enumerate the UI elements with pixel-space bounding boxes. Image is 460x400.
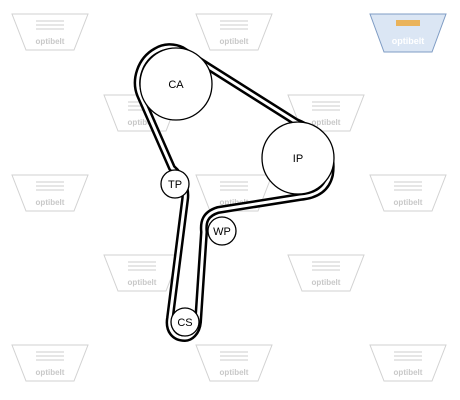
watermark-text: optibelt <box>394 198 423 207</box>
pulley-label-cs: CS <box>177 317 192 329</box>
watermark-text: optibelt <box>312 278 341 287</box>
watermark-logo: optibelt <box>287 254 365 292</box>
watermark-text: optibelt <box>36 368 65 377</box>
pulley-ca: CA <box>139 47 213 121</box>
watermark-text: optibelt <box>312 118 341 127</box>
pulley-label-ca: CA <box>168 79 184 91</box>
watermark-text: optibelt <box>36 198 65 207</box>
watermark-logo: optibelt <box>369 344 447 382</box>
pulley-label-ip: IP <box>293 153 303 165</box>
pulley-wp: WP <box>207 216 237 246</box>
watermark-logo: optibelt <box>195 344 273 382</box>
watermark-text: optibelt <box>220 368 249 377</box>
watermark-logo: optibelt <box>11 174 89 212</box>
watermark-text: optibelt <box>128 278 157 287</box>
watermark-text: optibelt <box>394 368 423 377</box>
pulley-label-tp: TP <box>168 179 182 191</box>
watermark-text: optibelt <box>36 37 65 46</box>
watermark-text: optibelt <box>220 198 249 207</box>
pulley-tp: TP <box>160 169 190 199</box>
watermark-text: optibelt <box>128 118 157 127</box>
brand-logo: optibelt <box>369 13 447 53</box>
watermark-logo: optibelt <box>369 174 447 212</box>
watermark-logo: optibelt <box>195 174 273 212</box>
pulley-label-wp: WP <box>213 226 231 238</box>
brand-logo-text: optibelt <box>392 36 425 46</box>
watermark-text: optibelt <box>220 37 249 46</box>
pulley-cs: CS <box>170 307 200 337</box>
watermark-layer: optibelt optibelt optibelt optibelt optibelt… <box>11 13 447 382</box>
pulley-ip: IP <box>261 121 335 195</box>
watermark-logo: optibelt <box>11 13 89 51</box>
watermark-logo: optibelt <box>195 13 273 51</box>
watermark-logo: optibelt <box>103 254 181 292</box>
timing-belt <box>133 43 335 342</box>
watermark-logo: optibelt <box>11 344 89 382</box>
